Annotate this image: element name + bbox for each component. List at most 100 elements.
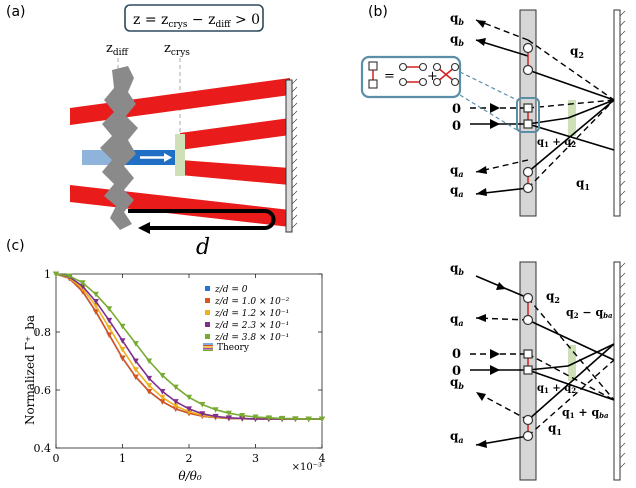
svg-text:qb: qb [450,375,464,391]
legend-label-1: z/d = 1.0 × 10⁻² [214,297,290,307]
series-marker-3 [212,413,219,420]
svg-text:0: 0 [452,347,461,362]
legend-theory-label: Theory [217,343,250,353]
series-marker-3 [239,415,246,422]
legend-swatch-1 [205,298,210,303]
series-marker-4 [319,416,325,422]
svg-text:q2: q2 [546,289,560,305]
mirror-b-top [613,9,621,217]
y-axis-label: Normalized Γ⁺_ba [23,315,37,425]
x-tick-label: 2 [186,452,193,465]
series-marker-4 [132,341,139,347]
series-marker-1 [146,388,153,395]
equation-box [124,4,264,32]
crystal [175,134,185,176]
series-marker-4 [199,402,206,408]
svg-text:+: + [427,69,438,84]
x-multiplier: ×10⁻³ [292,462,322,473]
svg-text:0: 0 [452,364,461,379]
series-marker-4 [146,358,153,364]
series-marker-2 [132,367,139,373]
zdiff-label: zdiff [106,41,128,58]
y-tick-label: 0.6 [34,384,52,397]
y-tick-label: 1 [44,268,51,281]
red-beam-mid1 [180,118,290,150]
y-tick-label: 0.8 [34,326,52,339]
series-marker-4 [186,394,192,401]
svg-text:qb: qb [450,261,464,277]
series-marker-1 [92,309,99,315]
legend-label-4: z/d = 3.8 × 10⁻¹ [214,333,289,343]
series-marker-2 [119,346,126,353]
series-marker-4 [212,407,219,413]
svg-text:q1 + q2: q1 + q2 [537,383,576,395]
series-marker-1 [106,332,113,338]
svg-text:=: = [384,69,395,84]
series-marker-4 [225,410,232,417]
series-marker-3 [132,358,139,364]
series-marker-4 [252,414,259,420]
red-beam-mid2 [180,160,290,185]
series-marker-1 [119,355,126,362]
legend-swatch-2 [205,310,210,315]
series-marker-3 [159,388,166,395]
series-marker-3 [172,399,179,405]
series-marker-3 [119,338,126,344]
series-marker-3 [92,299,99,305]
series-marker-4 [159,373,166,379]
d-label: d [196,235,210,260]
panel-a-label: (a) [6,4,26,20]
diffuser [100,66,138,230]
svg-text:q1 + q2: q1 + q2 [537,137,576,149]
legend-swatch-0 [205,286,210,291]
legend-swatch-4 [205,334,210,339]
svg-text:q1: q1 [576,176,590,192]
panel-b-label: (b) [368,4,388,20]
legend-swatch-3 [205,322,210,327]
series-marker-4 [119,323,126,330]
svg-text:0: 0 [452,119,461,134]
series-marker-4 [239,413,246,419]
series-marker-1 [132,374,139,380]
series-marker-4 [292,416,299,422]
series-marker-1 [159,399,166,405]
svg-text:qa: qa [450,429,464,445]
series-marker-4 [106,306,113,312]
svg-text:qb: qb [450,32,464,48]
svg-text:qa: qa [450,183,464,199]
series-marker-4 [92,291,99,298]
svg-text:qa: qa [450,312,464,328]
svg-text:qb: qb [450,11,464,27]
equation-text: z = zcrys − zdiff > 0 [133,12,260,30]
series-marker-3 [225,415,232,421]
svg-text:qa: qa [450,163,464,179]
x-axis-label: θ/θ₀ [178,469,201,483]
y-tick-label: 0.4 [34,442,52,455]
x-tick-label: 3 [252,452,259,465]
series-marker-3 [106,317,113,324]
series-marker-4 [279,415,286,422]
series-marker-2 [186,409,192,415]
svg-text:0: 0 [452,102,461,117]
legend-label-3: z/d = 2.3 × 10⁻¹ [214,321,289,331]
x-tick-label: 4 [319,452,326,465]
series-marker-4 [53,271,59,277]
zcrys-label: zcrys [164,41,190,58]
svg-text:q1 + qba: q1 + qba [562,406,609,420]
series-marker-2 [172,403,179,409]
panel-c-label: (c) [6,238,25,254]
series-marker-3 [146,375,153,382]
svg-text:q2: q2 [570,44,584,60]
series-marker-3 [199,411,206,417]
series-marker-2 [106,325,113,331]
series-marker-4 [66,273,73,280]
series-marker-4 [265,415,272,421]
x-tick-label: 0 [53,452,60,465]
d-arrow [128,209,276,230]
series-marker-4 [305,416,312,422]
series-marker-2 [159,394,166,401]
